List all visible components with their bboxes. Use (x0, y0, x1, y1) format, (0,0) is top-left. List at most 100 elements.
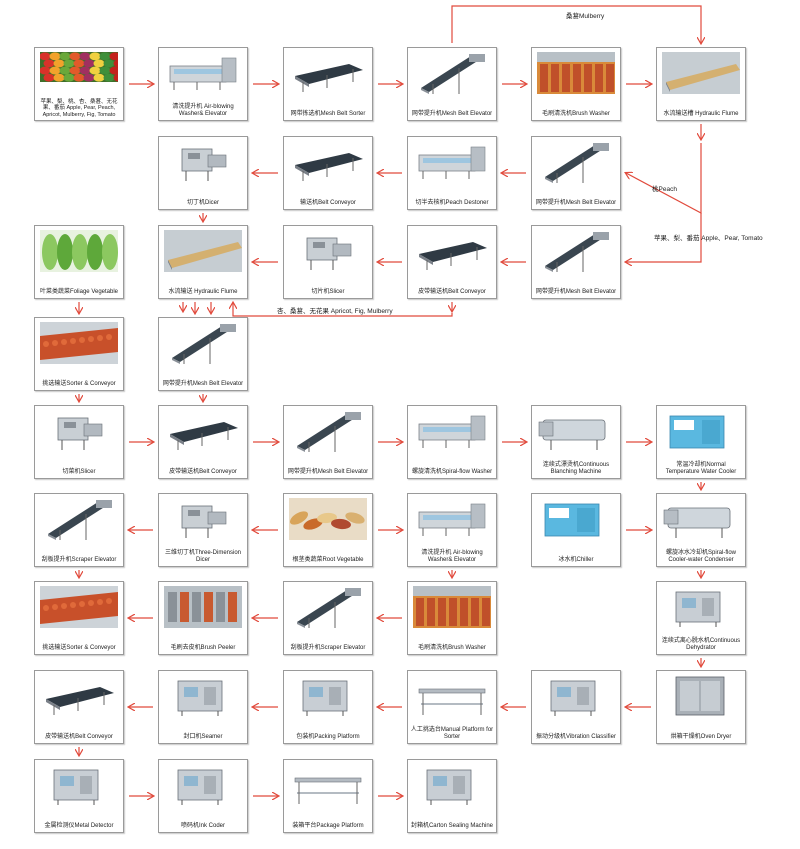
node-label: 水流输送 Hydraulic Flume (168, 289, 238, 295)
node-scraper-elevator-1: 刮板提升机Scraper Elevator (34, 493, 124, 567)
node-label: 毛刷清洗机Brush Washer (418, 645, 486, 651)
elevator-icon (40, 498, 118, 540)
branch-label-apricot-fig-mulberry: 杏、桑葚、无花果 Apricot, Fig, Mulberry (277, 308, 393, 315)
node-label: 皮带输送机Belt Conveyor (418, 289, 486, 295)
blancher-icon (662, 498, 740, 540)
node-label: 清洗提升机 Air-blowing Washer& Elevator (172, 104, 234, 117)
machine-icon (662, 586, 740, 628)
machine-icon (289, 675, 367, 717)
node-label: 网带拣选机Mesh Belt Sorter (290, 111, 366, 117)
node-label: 振动分级机Vibration Classifier (536, 734, 616, 740)
peeler-icon (164, 586, 242, 628)
node-brush-washer-2: 毛刷清洗机Brush Washer (407, 581, 497, 655)
brush-icon (537, 52, 615, 94)
cooler-icon (537, 498, 615, 540)
node-label: 切菜机Slicer (62, 469, 96, 475)
node-label: 装箱平台Package Platform (292, 823, 364, 829)
node-label: 网带提升机Mesh Belt Elevator (411, 111, 493, 117)
machine-icon (164, 764, 242, 806)
node-chiller: 冰水机Chiller (531, 493, 621, 567)
root-icon (289, 498, 367, 540)
node-label: 叶菜类蔬菜Foliage Vegetable (39, 289, 119, 295)
node-sorter-conveyor-1: 挑选输送Sorter & Conveyor (34, 317, 124, 391)
flume-icon (164, 230, 242, 272)
node-label: 网带提升机Mesh Belt Elevator (535, 200, 617, 206)
cooler-icon (662, 410, 740, 452)
table-icon (289, 764, 367, 806)
node-label: 清洗提升机 Air-blowing Washer& Elevator (421, 550, 483, 563)
sorter-icon (40, 322, 118, 364)
table-icon (413, 675, 491, 717)
node-three-dim-dicer: 三维切丁机Three-Dimension Dicer (158, 493, 248, 567)
node-hydraulic-flume-1: 水流输送槽 Hydraulic Flume (656, 47, 746, 121)
oven-icon (662, 675, 740, 717)
node-label: 连续式离心脱水机Continuous Dehydrator (661, 638, 741, 651)
node-label: 根茎类蔬菜Root Vegetable (292, 557, 364, 563)
node-label: 切丁机Dicer (186, 200, 219, 206)
elevator-icon (289, 410, 367, 452)
node-label: 网带提升机Mesh Belt Elevator (535, 289, 617, 295)
washer-icon (164, 52, 242, 94)
node-seamer: 封口机Seamer (158, 670, 248, 744)
dicer-icon (164, 498, 242, 540)
node-blanching: 连续式漂烫机Continuous Blanching Machine (531, 405, 621, 479)
sorter-icon (40, 586, 118, 628)
flow-arrow-apple (626, 213, 702, 262)
node-manual-sorter-platform: 人工挑选台Manual Platform for Sorter (407, 670, 497, 744)
node-label: 刮板提升机Scraper Elevator (41, 557, 117, 563)
node-dehydrator: 连续式离心脱水机Continuous Dehydrator (656, 581, 746, 655)
node-label: 皮带输送机Belt Conveyor (169, 469, 237, 475)
node-label: 螺旋冰水冷却机Spiral-flow Cooler-water Condense… (665, 550, 736, 563)
machine-icon (413, 764, 491, 806)
elevator-icon (537, 141, 615, 183)
node-metal-detector: 金属检测仪Metal Detector (34, 759, 124, 833)
node-label: 螺旋清洗机Spiral-flow Washer (411, 469, 493, 475)
node-label: 皮带输送机Belt Conveyor (45, 734, 113, 740)
belt-icon (289, 141, 367, 183)
node-label: 刮板提升机Scraper Elevator (290, 645, 366, 651)
node-oven-dryer: 烘箱干燥机Oven Dryer (656, 670, 746, 744)
belt-icon (164, 410, 242, 452)
node-mesh-elevator-4: 网带提升机Mesh Belt Elevator (158, 317, 248, 391)
washer-icon (413, 410, 491, 452)
node-label: 输送机Belt Conveyor (300, 200, 356, 206)
fruit-pile-icon (40, 52, 118, 82)
belt-icon (413, 230, 491, 272)
node-mesh-elevator-2: 网带提升机Mesh Belt Elevator (531, 136, 621, 210)
machine-icon (537, 675, 615, 717)
belt-icon (289, 52, 367, 94)
node-dicer: 切丁机Dicer (158, 136, 248, 210)
node-sorter-conveyor-2: 挑选输送Sorter & Conveyor (34, 581, 124, 655)
flume-icon (662, 52, 740, 94)
node-hydraulic-flume-2: 水流输送 Hydraulic Flume (158, 225, 248, 299)
node-label: 毛刷去皮机Brush Peeler (170, 645, 236, 651)
node-label: 毛刷清洗机Brush Washer (542, 111, 610, 117)
node-slicer-2: 切菜机Slicer (34, 405, 124, 479)
node-label: 喷码机Ink Coder (180, 823, 225, 829)
node-ink-coder: 喷码机Ink Coder (158, 759, 248, 833)
node-label: 封箱机Carton Sealing Machine (410, 823, 494, 829)
node-peach-destoner: 切半去核机Peach Destoner (407, 136, 497, 210)
node-package-platform: 装箱平台Package Platform (283, 759, 373, 833)
node-label: 封口机Seamer (183, 734, 223, 740)
node-label: 挑选输送Sorter & Conveyor (42, 381, 116, 387)
branch-label-mulberry: 桑葚Mulberry (566, 13, 605, 20)
branch-label-apple-pear-tomato: 苹果、梨、番茄 Apple、Pear, Tomato (654, 235, 763, 242)
node-brush-peeler: 毛刷去皮机Brush Peeler (158, 581, 248, 655)
node-washer-elevator-1: 清洗提升机 Air-blowing Washer& Elevator (158, 47, 248, 121)
node-label: 切片机Slicer (311, 289, 345, 295)
machine-icon (164, 675, 242, 717)
node-mesh-elevator-1: 网带提升机Mesh Belt Elevator (407, 47, 497, 121)
node-slicer-1: 切片机Slicer (283, 225, 373, 299)
node-mesh-elevator-5: 网带提升机Mesh Belt Elevator (283, 405, 373, 479)
elevator-icon (289, 586, 367, 628)
machine-icon (40, 764, 118, 806)
node-label: 人工挑选台Manual Platform for Sorter (410, 727, 494, 740)
node-belt-conveyor-1: 输送机Belt Conveyor (283, 136, 373, 210)
flow-arrow-apricot (233, 303, 453, 317)
node-carton-sealing: 封箱机Carton Sealing Machine (407, 759, 497, 833)
node-vibration-classifier: 振动分级机Vibration Classifier (531, 670, 621, 744)
flow-arrow-peach (626, 143, 702, 214)
node-label: 连续式漂烫机Continuous Blanching Machine (542, 462, 610, 475)
node-label: 水流输送槽 Hydraulic Flume (663, 111, 739, 117)
